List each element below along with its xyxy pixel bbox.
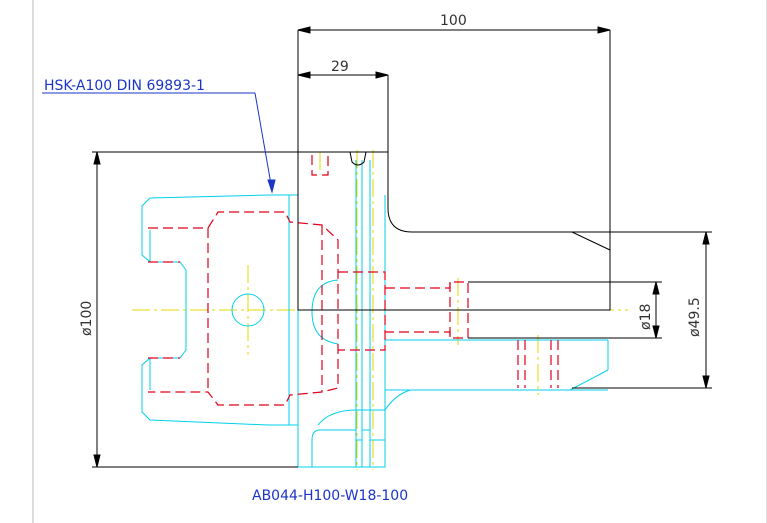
hidden-lines — [148, 155, 559, 406]
hsk-taper-body — [141, 160, 609, 468]
callout-leader — [42, 92, 276, 194]
callout-label: HSK-A100 DIN 69893-1 — [44, 78, 205, 94]
dim-total-length: 100 — [440, 13, 467, 29]
dimension-lines — [92, 26, 712, 468]
drawing-frame — [32, 0, 767, 523]
dim-diameter-main: ø100 — [79, 301, 95, 336]
dim-diameter-shank: ø49.5 — [687, 297, 703, 337]
part-outline — [297, 30, 611, 311]
dim-flange-length: 29 — [331, 59, 349, 75]
dim-diameter-bore: ø18 — [638, 304, 654, 330]
part-number: AB044-H100-W18-100 — [252, 488, 408, 504]
